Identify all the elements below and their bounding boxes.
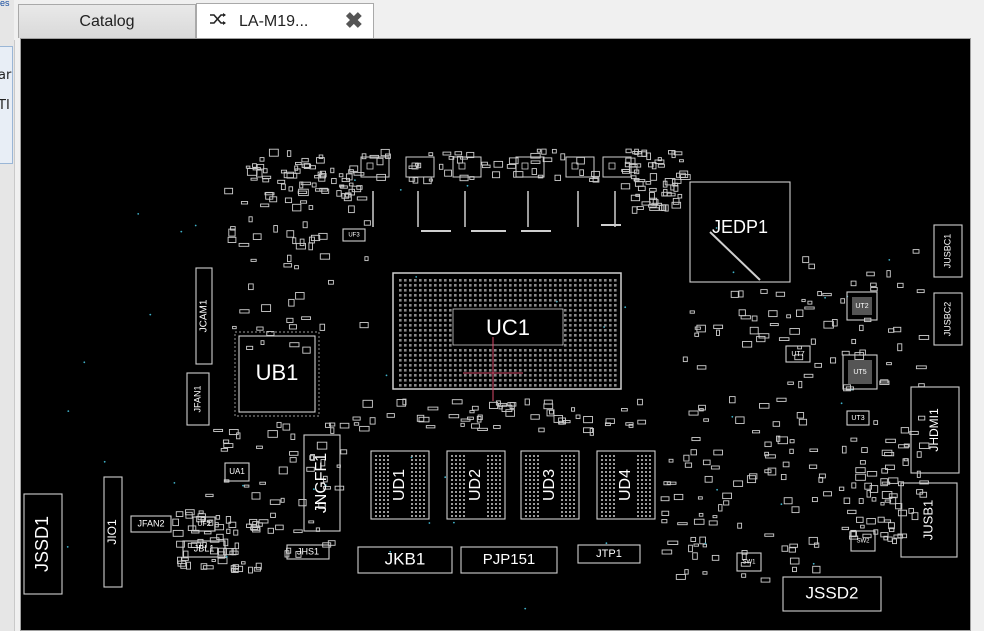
svg-text:UD1: UD1 [391, 469, 408, 501]
svg-text:JBL1: JBL1 [194, 543, 215, 553]
svg-text:JSSD1: JSSD1 [32, 516, 52, 572]
svg-text:UT3: UT3 [851, 415, 864, 422]
component-ud1[interactable]: UD1 [370, 450, 430, 520]
component-ud2[interactable]: UD2 [446, 450, 506, 520]
component-ua1[interactable]: UA1 [224, 462, 250, 482]
left-panel-fragment: es ar TI [0, 0, 15, 631]
component-jedp1[interactable]: JEDP1 [689, 181, 791, 283]
svg-text:UC1: UC1 [486, 315, 530, 340]
tab-catalog-label: Catalog [79, 12, 135, 30]
svg-text:UB1: UB1 [256, 360, 299, 385]
component-jcam1[interactable]: JCAM1 [195, 267, 213, 365]
component-ud4[interactable]: UD4 [596, 450, 656, 520]
component-uf3[interactable]: UF3 [342, 228, 366, 242]
svg-text:PJP151: PJP151 [483, 551, 536, 568]
svg-text:UD2: UD2 [467, 469, 484, 501]
svg-text:JSSD2: JSSD2 [806, 583, 859, 602]
component-jbl1[interactable]: JBL1 [182, 540, 226, 558]
component-ut7[interactable]: UT7 [785, 345, 811, 363]
shuffle-icon [209, 12, 227, 31]
component-jngff1[interactable]: JNGFF1 [303, 434, 341, 532]
component-ut3[interactable]: UT3 [846, 410, 870, 426]
component-jkb1[interactable]: JKB1 [357, 546, 453, 574]
svg-text:JHDMI1: JHDMI1 [927, 408, 941, 452]
svg-text:UT5: UT5 [853, 369, 866, 376]
component-uf2[interactable]: UF2 [192, 516, 216, 532]
left-panel-text-2: TI [0, 98, 10, 113]
svg-text:JFAN2: JFAN2 [137, 518, 164, 528]
svg-text:SW2: SW2 [856, 539, 870, 545]
component-sw1[interactable]: SW1 [736, 552, 762, 572]
component-jusbc1[interactable]: JUSBC1 [933, 224, 963, 278]
svg-text:JUSBC1: JUSBC1 [942, 234, 952, 269]
svg-text:JEDP1: JEDP1 [712, 217, 768, 237]
svg-text:JTP1: JTP1 [596, 548, 622, 560]
component-ut5[interactable]: UT5 [842, 354, 878, 390]
component-pjp151[interactable]: PJP151 [460, 546, 558, 574]
svg-text:JKB1: JKB1 [385, 549, 426, 568]
component-uc1[interactable]: UC1 [392, 272, 622, 401]
component-jhdmi1[interactable]: JHDMI1 [910, 386, 960, 474]
component-jtp1[interactable]: JTP1 [577, 544, 641, 564]
pcb-decoration [66, 148, 930, 610]
svg-text:JCAM1: JCAM1 [199, 299, 210, 332]
component-jusb1[interactable]: JUSB1 [900, 482, 958, 558]
svg-text:JFAN1: JFAN1 [192, 385, 202, 412]
component-ut2[interactable]: UT2 [846, 291, 878, 321]
component-sw2[interactable]: SW2 [850, 530, 876, 552]
component-jio1[interactable]: JIO1 [103, 476, 123, 588]
tab-board-file-label: LA-M19... [239, 12, 309, 30]
svg-text:UT2: UT2 [855, 303, 868, 310]
component-jssd2[interactable]: JSSD2 [782, 576, 882, 612]
pcb-layout[interactable]: UC1UB1JEDP1JCAM1JFAN1JFAN2UA1UF2UF3JBL1J… [21, 39, 970, 630]
close-icon[interactable]: ✖ [344, 8, 363, 33]
document-tab-bar: Catalog LA-M19... ✖ [14, 0, 984, 40]
tab-board-file[interactable]: LA-M19... ✖ [196, 3, 374, 39]
svg-text:UD4: UD4 [617, 469, 634, 501]
tab-catalog[interactable]: Catalog [18, 4, 196, 38]
svg-text:SW1: SW1 [742, 560, 756, 566]
svg-text:JIO1: JIO1 [105, 519, 119, 545]
left-panel-text-1: ar [0, 68, 12, 83]
svg-text:JUSB1: JUSB1 [920, 500, 935, 540]
svg-text:JUSBC2: JUSBC2 [942, 302, 952, 337]
component-jfan2[interactable]: JFAN2 [130, 515, 172, 533]
left-panel-text-top: es [0, 0, 10, 8]
svg-text:JHS1: JHS1 [297, 546, 319, 556]
component-jssd1[interactable]: JSSD1 [23, 493, 63, 595]
component-ub1[interactable]: UB1 [234, 331, 320, 417]
svg-text:JNGFF1: JNGFF1 [313, 453, 330, 514]
svg-text:UA1: UA1 [229, 467, 245, 476]
left-panel-box [0, 46, 13, 164]
svg-text:UT7: UT7 [791, 351, 804, 358]
component-jhs1[interactable]: JHS1 [286, 544, 330, 560]
component-ud3[interactable]: UD3 [520, 450, 580, 520]
component-jusbc2[interactable]: JUSBC2 [933, 292, 963, 346]
svg-text:UD3: UD3 [541, 469, 558, 501]
svg-text:UF2: UF2 [197, 521, 210, 528]
svg-text:UF3: UF3 [348, 233, 360, 239]
component-jfan1[interactable]: JFAN1 [186, 372, 210, 426]
